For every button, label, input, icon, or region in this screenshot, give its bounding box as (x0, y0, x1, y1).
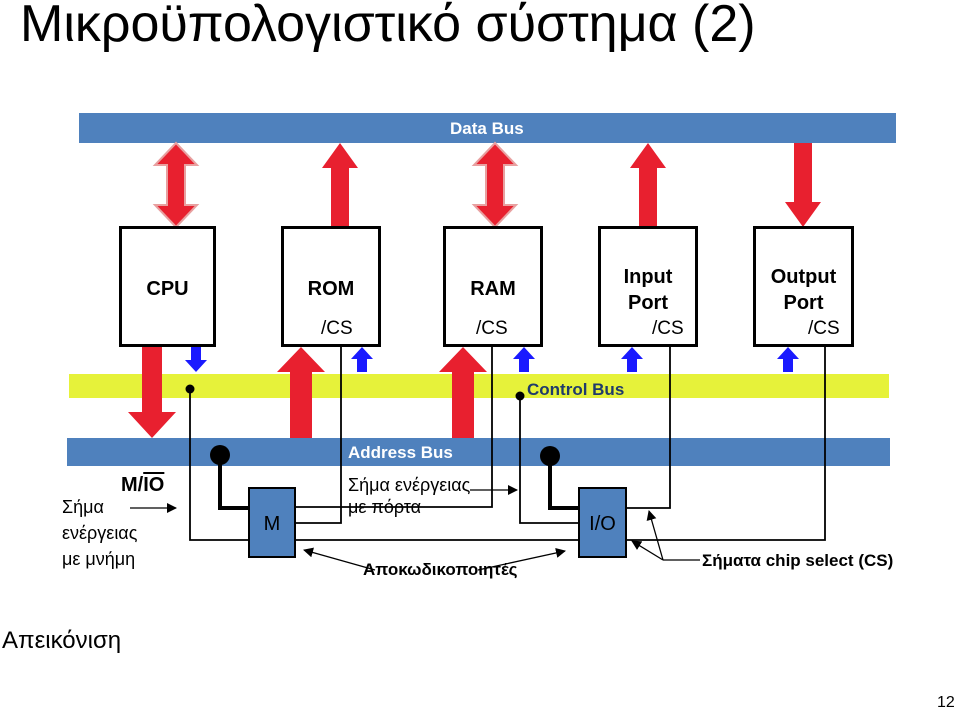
port-signal-line-2: με πόρτα (348, 497, 422, 517)
output-cs-label: /CS (808, 318, 840, 339)
ram-data-arrow (471, 141, 519, 229)
input-port-label-1: Input (623, 266, 673, 288)
cpu-control-arrow (185, 347, 207, 372)
input-control-arrow (621, 347, 643, 372)
address-bus-label: Address Bus (348, 443, 453, 462)
footer-label: Απεικόνιση (2, 627, 122, 654)
mem-signal-line-2: ενέργειας (62, 523, 138, 543)
cpu-data-arrow (152, 141, 200, 229)
chip-select-label: Σήματα chip select (CS) (702, 551, 894, 570)
address-bus (67, 438, 890, 466)
mio-prefix: M/ (121, 474, 144, 496)
output-port-label-1: Output (770, 266, 837, 288)
memory-decoder: M (248, 487, 296, 558)
rom-cs-wire (296, 347, 342, 524)
control-bus-label: Control Bus (527, 380, 625, 399)
port-signal-line-1: Σήμα ενέργειας (348, 475, 471, 495)
ram-control-arrow (513, 347, 535, 372)
rom-data-arrow (322, 143, 358, 227)
input-port-box: Input Port /CS (598, 226, 698, 347)
output-data-arrow (785, 143, 821, 227)
mem-signal-line-1: Σήμα (62, 497, 104, 517)
output-port-label-2: Port (783, 292, 824, 314)
input-data-arrow (630, 143, 666, 227)
io-control-wire (519, 396, 578, 524)
rom-control-arrow (351, 347, 373, 372)
output-control-arrow (777, 347, 799, 372)
ram-label: RAM (470, 278, 516, 300)
rom-cs-label: /CS (321, 318, 353, 339)
memory-decoder-label: M (263, 513, 281, 535)
mem-signal-line-3: με μνήμη (62, 549, 136, 569)
mio-signal-label: M/IO (121, 474, 164, 497)
ram-box: RAM /CS (443, 226, 543, 347)
control-bus (69, 374, 889, 398)
cpu-box: CPU (119, 226, 216, 347)
mio-wire (189, 389, 580, 541)
mio-bar: IO (143, 474, 165, 496)
input-port-label-2: Port (628, 292, 668, 314)
output-port-box: Output Port /CS (753, 226, 854, 347)
ram-cs-label: /CS (476, 318, 508, 339)
rom-box: ROM /CS (281, 226, 381, 347)
io-decoder-label: I/O (589, 513, 616, 535)
slide-title: Μικροϋπολογιστικό σύστημα (2) (20, 0, 756, 53)
page-number: 12 (937, 694, 955, 711)
io-decoder: I/O (578, 487, 627, 558)
rom-address-arrow (277, 347, 325, 438)
input-cs-label: /CS (652, 318, 684, 339)
rom-label: ROM (307, 278, 355, 300)
output-cs-wire (627, 347, 826, 541)
data-bus (79, 113, 896, 143)
cpu-label: CPU (146, 278, 189, 300)
ram-cs-wire (296, 347, 493, 508)
data-bus-label: Data Bus (450, 119, 524, 138)
input-cs-wire (627, 347, 671, 509)
ram-address-arrow (439, 347, 487, 438)
decoders-label: Αποκωδικοποιητές (363, 560, 518, 579)
cpu-address-arrow (128, 347, 176, 438)
